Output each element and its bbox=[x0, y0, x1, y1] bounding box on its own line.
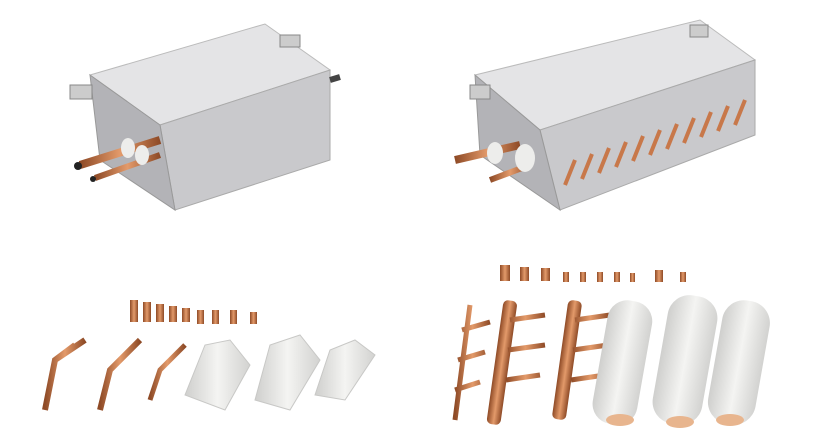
y-joint-kit bbox=[42, 300, 376, 411]
pipe-stubs bbox=[74, 74, 341, 182]
small-branch-box bbox=[69, 23, 341, 212]
header-kit bbox=[452, 265, 770, 428]
outlet-pipes bbox=[563, 99, 747, 186]
large-branch-box bbox=[454, 19, 757, 212]
